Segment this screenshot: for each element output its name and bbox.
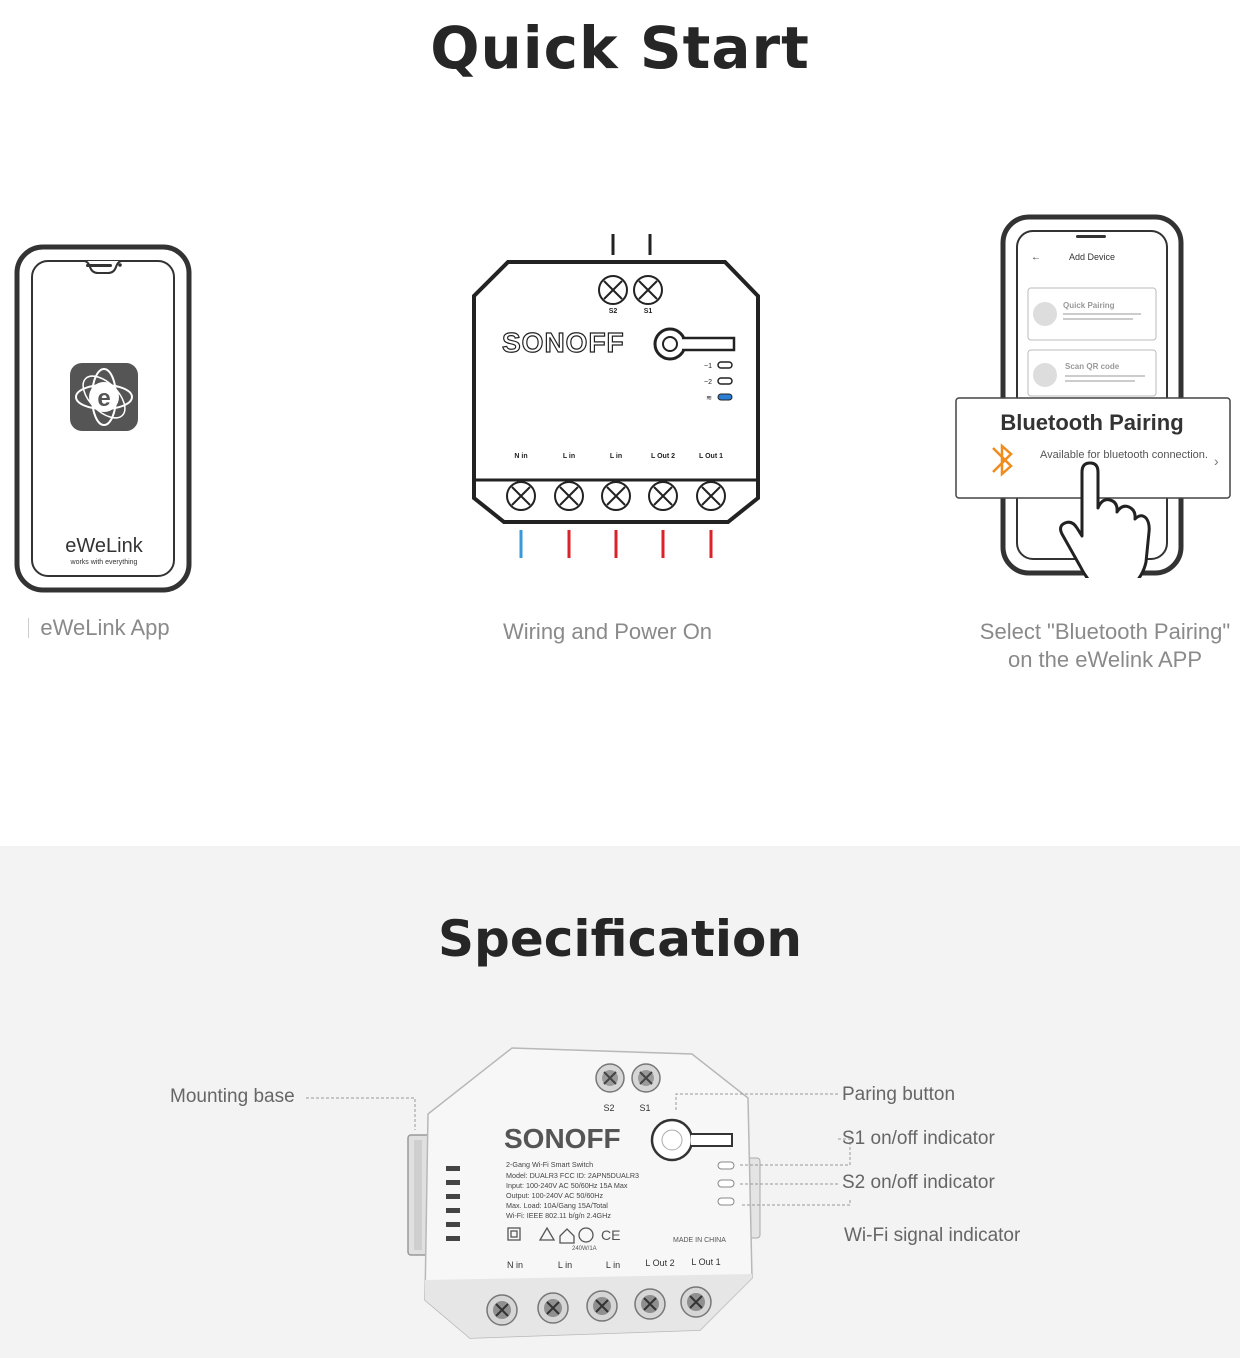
- svg-text:240W/1A: 240W/1A: [572, 1246, 597, 1252]
- wiring-diagram: S2 S1 SONOFF ~1 ~2 ≋ N in L in L in L Ou…: [472, 234, 760, 558]
- svg-text:Output: 100-240V AC 50/60Hz: Output: 100-240V AC 50/60Hz: [506, 1191, 604, 1200]
- svg-text:L in: L in: [558, 1260, 572, 1270]
- paring-button-label: Paring button: [842, 1084, 956, 1105]
- svg-text:L Out 1: L Out 1: [699, 453, 723, 460]
- ewelink-phone-illustration: e eWeLink works with everything: [14, 244, 192, 593]
- app-name: eWeLink: [65, 535, 143, 557]
- step1-caption: eWeLink App: [40, 615, 170, 640]
- caption-divider: [28, 618, 29, 638]
- svg-text:S1: S1: [644, 308, 653, 315]
- bluetooth-pairing-illustration: ← Add Device Quick Pairing Scan QR code …: [955, 214, 1231, 578]
- svg-text:e: e: [97, 385, 110, 412]
- s1-indicator-label: S1 on/off indicator: [842, 1128, 995, 1149]
- device-photo: S2 S1 SONOFF 2-Gang Wi-Fi Smart Switch M…: [407, 1047, 761, 1339]
- svg-text:Quick Pairing: Quick Pairing: [1063, 301, 1115, 310]
- chevron-right-icon: ›: [1214, 453, 1219, 469]
- svg-text:S2: S2: [609, 308, 618, 315]
- svg-text:Add Device: Add Device: [1069, 252, 1115, 262]
- mounting-base-label: Mounting base: [170, 1086, 295, 1107]
- svg-text:L Out 2: L Out 2: [651, 453, 675, 460]
- bottom-screws: [486, 1286, 712, 1326]
- app-tagline: works with everything: [70, 559, 138, 566]
- svg-text:≋: ≋: [706, 395, 712, 402]
- sonoff-logo: SONOFF: [502, 327, 625, 358]
- step3-caption: Select "Bluetooth Pairing" on the eWelin…: [979, 619, 1231, 672]
- svg-text:~1: ~1: [704, 363, 712, 370]
- svg-text:L Out 1: L Out 1: [691, 1257, 720, 1267]
- svg-text:N in: N in: [514, 453, 527, 460]
- top-screws: [595, 1063, 661, 1093]
- s2-indicator-label: S2 on/off indicator: [842, 1172, 995, 1193]
- svg-text:N in: N in: [507, 1260, 523, 1270]
- svg-text:~2: ~2: [704, 379, 712, 386]
- sonoff-logo-photo: SONOFF: [504, 1123, 621, 1154]
- ewelink-logo-icon: e: [70, 363, 138, 431]
- svg-text:MADE IN CHINA: MADE IN CHINA: [673, 1237, 726, 1244]
- bluetooth-icon: [992, 443, 1013, 477]
- popup-text: Available for bluetooth connection.: [1040, 449, 1208, 461]
- svg-text:S2: S2: [603, 1103, 614, 1113]
- popup-title: Bluetooth Pairing: [1000, 410, 1183, 435]
- svg-text:Max. Load: 10A/Gang 15A/Total: Max. Load: 10A/Gang 15A/Total: [506, 1201, 608, 1210]
- step2-caption: Wiring and Power On: [502, 619, 713, 644]
- svg-text:L in: L in: [563, 453, 575, 460]
- svg-text:←: ←: [1031, 252, 1041, 263]
- hand-pointer-icon: [1059, 461, 1151, 578]
- svg-text:CE: CE: [601, 1227, 620, 1243]
- svg-text:L Out 2: L Out 2: [645, 1258, 674, 1268]
- specification-title: Specification: [438, 910, 802, 968]
- wifi-indicator-label: Wi-Fi signal indicator: [844, 1225, 1021, 1246]
- svg-text:2-Gang Wi-Fi Smart Switch: 2-Gang Wi-Fi Smart Switch: [506, 1160, 593, 1169]
- svg-text:Scan QR code: Scan QR code: [1065, 362, 1120, 371]
- svg-text:Input: 100-240V AC 50/60Hz 15A: Input: 100-240V AC 50/60Hz 15A Max: [506, 1181, 628, 1190]
- svg-text:Wi-Fi: IEEE 802.11 b/g/n 2.4GH: Wi-Fi: IEEE 802.11 b/g/n 2.4GHz: [506, 1211, 611, 1220]
- callout-lines: [306, 1093, 851, 1206]
- quick-start-title: Quick Start: [430, 14, 810, 82]
- svg-text:Model: DUALR3 FCC ID: 2APN5D: Model: DUALR3 FCC ID: 2APN5DUALR3: [506, 1171, 639, 1180]
- svg-text:L in: L in: [610, 453, 622, 460]
- svg-text:S1: S1: [639, 1103, 650, 1113]
- svg-text:L in: L in: [606, 1260, 620, 1270]
